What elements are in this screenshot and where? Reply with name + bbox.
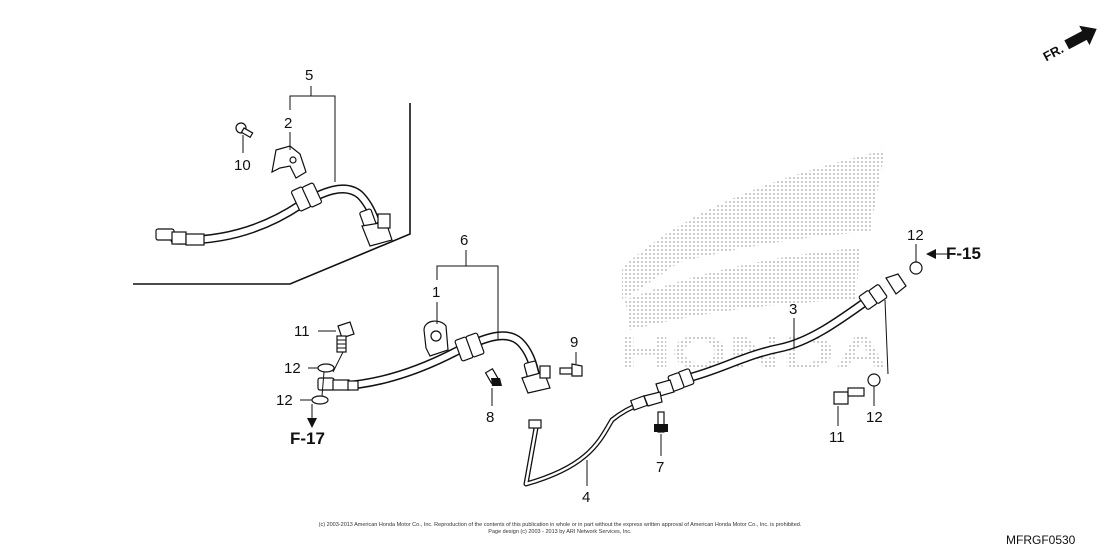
callout-8: 8 xyxy=(486,409,494,426)
callout-9: 9 xyxy=(570,334,578,351)
callout-12-upper-left: 12 xyxy=(284,360,301,377)
bolt-10[interactable] xyxy=(235,122,254,139)
callout-10: 10 xyxy=(234,157,251,174)
ref-f17[interactable]: F-17 xyxy=(290,404,325,448)
bolt-8[interactable] xyxy=(484,367,502,386)
leader-lines xyxy=(242,86,917,486)
callout-4: 4 xyxy=(582,489,590,506)
middle-hose-assembly[interactable] xyxy=(317,331,551,394)
front-direction-indicator: FR. xyxy=(1040,25,1097,64)
callout-6: 6 xyxy=(460,232,468,249)
inset-frame xyxy=(133,103,411,285)
clamp-bracket-upper[interactable] xyxy=(271,145,307,179)
front-arrow-icon xyxy=(1064,25,1097,50)
right-hose-assembly[interactable] xyxy=(655,273,907,397)
washer-12-right-upper[interactable] xyxy=(909,261,923,275)
washer-12-upper-left[interactable] xyxy=(317,363,335,373)
bolt-9[interactable] xyxy=(559,363,583,377)
callout-1: 1 xyxy=(432,284,440,301)
callout-11-left: 11 xyxy=(294,323,310,340)
banjo-bolt-11-right[interactable] xyxy=(833,387,865,405)
honda-wing-watermark: HONDA xyxy=(618,150,888,378)
svg-text:F-15: F-15 xyxy=(946,244,981,263)
callout-12-lower-left: 12 xyxy=(276,392,293,409)
diagram-code: MFRGF0530 xyxy=(1006,533,1076,547)
svg-text:FR.: FR. xyxy=(1040,41,1066,64)
ref-f15[interactable]: F-15 xyxy=(926,244,981,263)
brake-pipe-4[interactable] xyxy=(523,391,663,487)
upper-hose-assembly[interactable] xyxy=(155,182,393,247)
svg-text:F-17: F-17 xyxy=(290,429,325,448)
copyright-line-2: Page design (c) 2003 - 2013 by ARI Netwo… xyxy=(488,529,632,535)
callout-12-right-upper: 12 xyxy=(907,227,924,244)
copyright-notice: (c) 2003-2013 American Honda Motor Co., … xyxy=(280,522,840,536)
banjo-bolt-11-left[interactable] xyxy=(336,321,355,353)
callout-11-right: 11 xyxy=(829,429,845,446)
clamp-1[interactable] xyxy=(423,320,449,357)
copyright-line-1: (c) 2003-2013 American Honda Motor Co., … xyxy=(318,522,802,528)
washer-12-lower-left[interactable] xyxy=(311,395,329,405)
washer-12-right-lower[interactable] xyxy=(867,373,881,387)
callout-5: 5 xyxy=(305,67,313,84)
bolt-7[interactable] xyxy=(654,411,668,433)
callout-7: 7 xyxy=(656,459,664,476)
callout-2: 2 xyxy=(284,115,292,132)
callout-3: 3 xyxy=(789,301,797,318)
callout-12-right-lower: 12 xyxy=(866,409,883,426)
